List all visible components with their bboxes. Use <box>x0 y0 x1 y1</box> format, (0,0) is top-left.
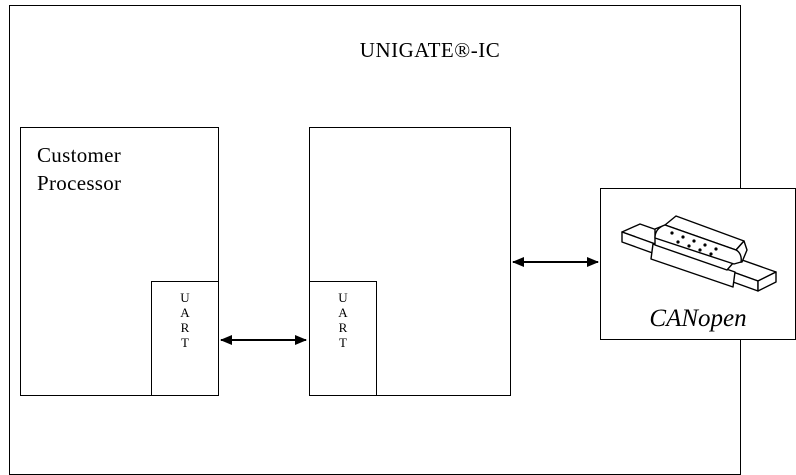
uart-left-label: U A R T <box>152 290 218 350</box>
uart-left-letter-t: T <box>181 335 189 350</box>
uart-left-block: U A R T <box>151 281 219 396</box>
uart-right-letter-a: A <box>338 305 348 320</box>
uart-right-letter-r: R <box>338 320 348 335</box>
unigate-ic-title: UNIGATE®-IC <box>359 38 501 62</box>
uart-right-block: U A R T <box>309 281 377 396</box>
uart-right-label: U A R T <box>310 290 376 350</box>
uart-left-letter-r: R <box>180 320 190 335</box>
uart-right-letter-t: T <box>339 335 347 350</box>
uart-left-letter-u: U <box>180 290 190 305</box>
uart-left-letter-a: A <box>180 305 190 320</box>
canopen-label: CANopen <box>649 305 747 332</box>
customer-processor-label: Customer Processor <box>37 143 122 195</box>
uart-right-letter-u: U <box>338 290 348 305</box>
